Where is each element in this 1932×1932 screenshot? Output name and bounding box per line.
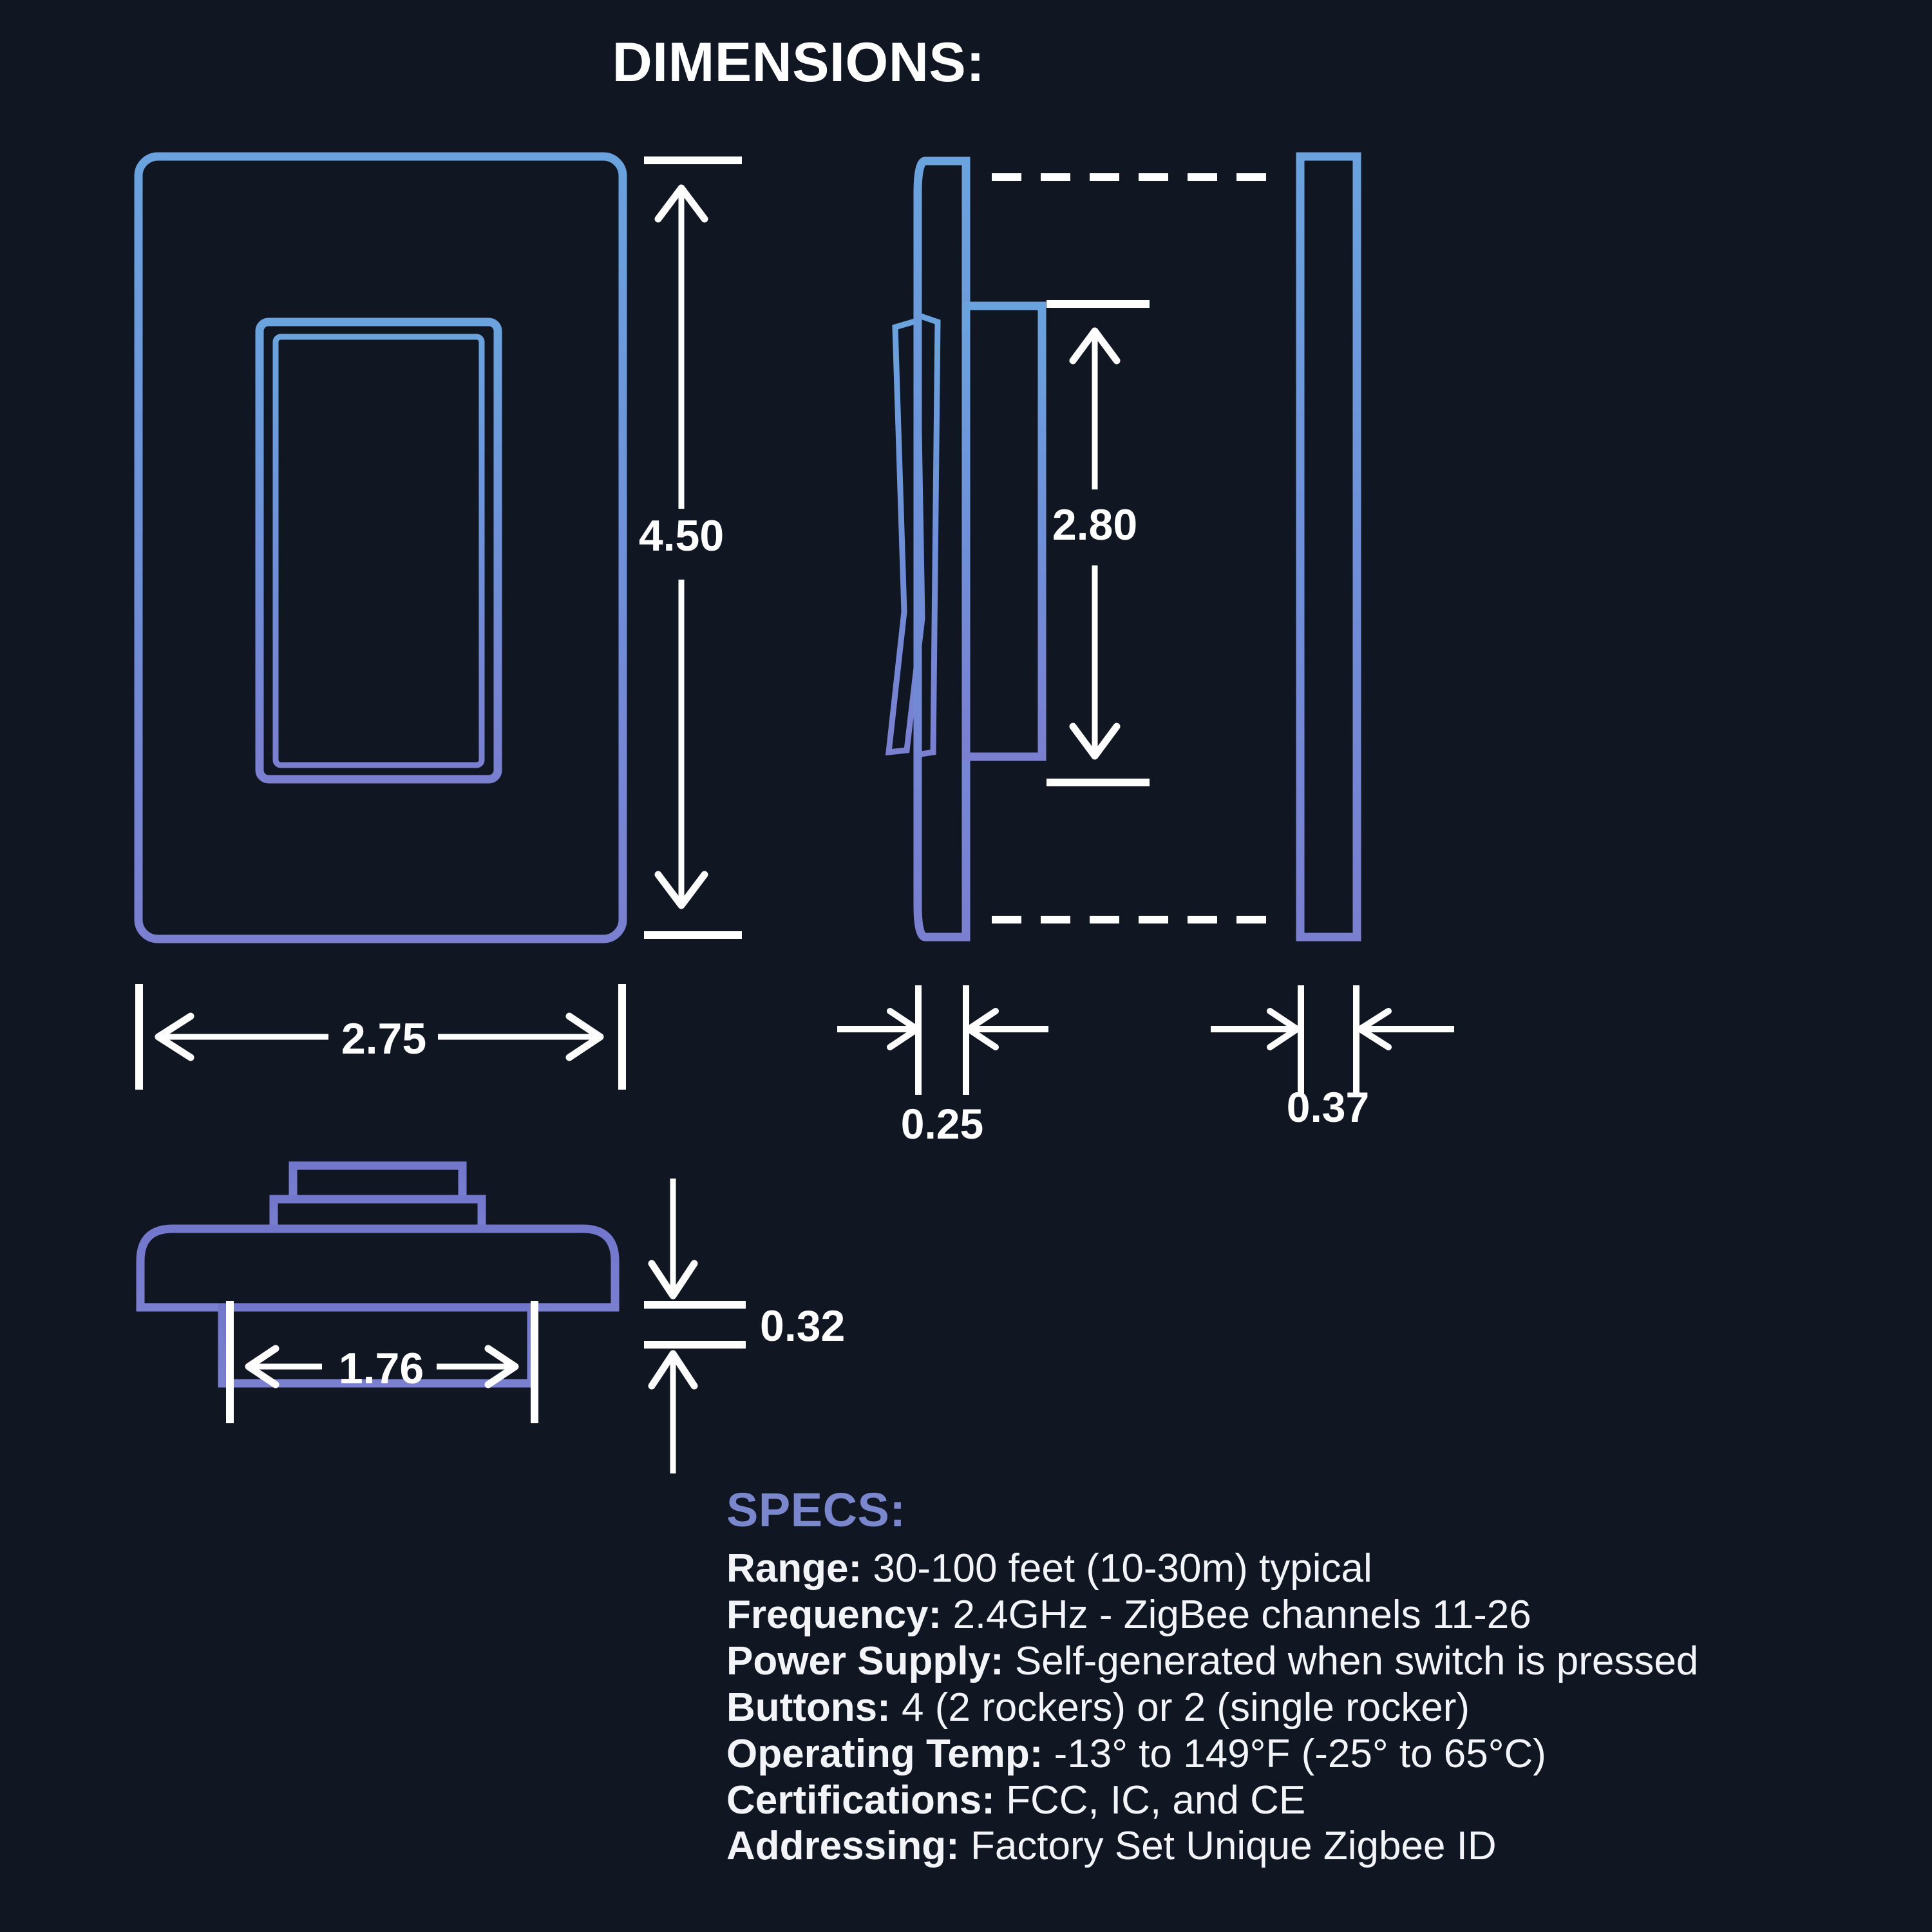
bottom-shoulder: [269, 1195, 486, 1233]
dimension-plate-width: 2.75: [135, 984, 626, 1090]
spec-buttons: Buttons: 4 (2 rockers) or 2 (single rock…: [726, 1685, 1886, 1731]
wall-plate-bar: [1296, 152, 1361, 942]
spec-power-supply-value: Self-generated when switch is pressed: [1014, 1638, 1699, 1683]
spec-buttons-value: 4 (2 rockers) or 2 (single rocker): [902, 1685, 1470, 1730]
spec-operating-temp: Operating Temp: -13° to 149°F (-25° to 6…: [726, 1731, 1886, 1777]
dimension-plate-width-label: 2.75: [341, 1014, 426, 1063]
spec-certifications: Certifications: FCC, IC, and CE: [726, 1777, 1886, 1824]
dimension-body-depth: 2.80: [1046, 300, 1150, 786]
dimension-profile-height-label: 0.32: [760, 1302, 845, 1350]
spec-addressing-value: Factory Set Unique Zigbee ID: [970, 1824, 1497, 1869]
dimension-plate-thickness-label: 0.25: [901, 1100, 983, 1148]
front-plate-outline: [134, 152, 627, 943]
dimension-plate-height: 4.50: [639, 156, 742, 939]
specs-heading: SPECS:: [726, 1483, 906, 1537]
spec-addressing: Addressing: Factory Set Unique Zigbee ID: [726, 1823, 1886, 1870]
dimension-profile-height: 0.32: [644, 1179, 845, 1473]
bottom-plate-body: [136, 1224, 620, 1312]
spec-power-supply-label: Power Supply:: [726, 1638, 1004, 1683]
front-view: [134, 152, 627, 943]
dimension-profile-width: 1.76: [226, 1301, 538, 1423]
page-title: DIMENSIONS:: [612, 32, 985, 93]
spec-frequency-value: 2.4GHz - ZigBee channels 11-26: [952, 1592, 1531, 1637]
spec-frequency: Frequency: 2.4GHz - ZigBee channels 11-2…: [726, 1592, 1886, 1638]
side-view: [885, 152, 1361, 942]
dimension-plate-height-label: 4.50: [639, 511, 724, 560]
side-body-block: [961, 301, 1046, 761]
spec-addressing-label: Addressing:: [726, 1824, 960, 1869]
spec-certifications-label: Certifications:: [726, 1777, 995, 1823]
specs-section: SPECS: Range: 30-100 feet (10-30m) typic…: [726, 1486, 1886, 1870]
side-plate-profile: [913, 156, 971, 942]
spec-range-label: Range:: [726, 1546, 862, 1591]
spec-range-value: 30-100 feet (10-30m) typical: [873, 1546, 1372, 1591]
spec-power-supply: Power Supply: Self-generated when switch…: [726, 1638, 1886, 1685]
dimension-plate-thickness: 0.25: [837, 985, 1048, 1148]
spec-frequency-label: Frequency:: [726, 1592, 942, 1637]
dimension-wallplate-thickness: 0.37: [1211, 985, 1454, 1131]
dimension-profile-width-label: 1.76: [339, 1344, 424, 1393]
spec-operating-temp-value: -13° to 149°F (-25° to 65°C): [1054, 1731, 1546, 1776]
rocker-frame-outer: [255, 317, 502, 784]
spec-operating-temp-label: Operating Temp:: [726, 1731, 1043, 1776]
spec-range: Range: 30-100 feet (10-30m) typical: [726, 1546, 1886, 1592]
dimension-wallplate-thickness-label: 0.37: [1287, 1083, 1369, 1131]
dimension-body-depth-label: 2.80: [1052, 500, 1137, 549]
dimension-drawing: 4.50 2.75 2.80: [134, 152, 1454, 1473]
spec-buttons-label: Buttons:: [726, 1685, 891, 1730]
spec-certifications-value: FCC, IC, and CE: [1006, 1777, 1306, 1823]
